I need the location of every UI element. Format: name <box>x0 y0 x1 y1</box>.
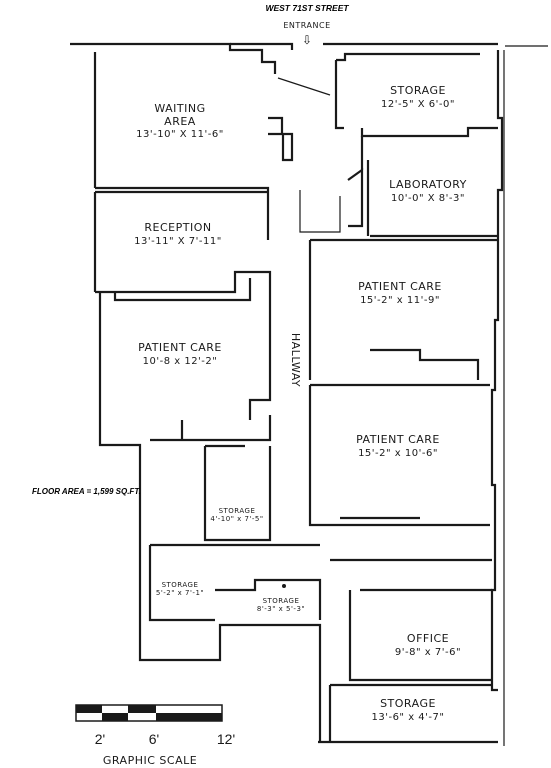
room-dims: 13'-11" X 7'-11" <box>134 236 222 247</box>
room-dims: 15'-2" x 11'-9" <box>360 295 440 306</box>
room-patient-care-right-1: PATIENT CARE 15'-2" x 11'-9" <box>358 280 442 306</box>
room-dims: 10'-0" X 8'-3" <box>391 193 465 204</box>
floor-area-label: FLOOR AREA = 1,599 SQ.FT. <box>32 487 141 496</box>
scale-segment <box>102 713 128 721</box>
room-name: STORAGE <box>162 581 199 589</box>
room-name: STORAGE <box>263 597 300 605</box>
room-dims: 5'-2" x 7'-1" <box>156 589 204 597</box>
room-storage-small-1: STORAGE 4'-10" x 7'-5" <box>210 507 263 523</box>
room-name: AREA <box>164 115 196 128</box>
room-storage-top: STORAGE 12'-5" X 6'-0" <box>381 84 455 110</box>
room-name: WAITING <box>154 102 205 115</box>
entrance-arrow-icon: ⇩ <box>302 33 312 47</box>
entrance-label: ENTRANCE <box>283 21 330 30</box>
room-name: PATIENT CARE <box>138 341 222 354</box>
room-dims: 13'-6" x 4'-7" <box>371 712 444 723</box>
room-name: PATIENT CARE <box>356 433 440 446</box>
room-name: OFFICE <box>407 632 449 645</box>
room-dims: 12'-5" X 6'-0" <box>381 99 455 110</box>
room-name: PATIENT CARE <box>358 280 442 293</box>
room-office: OFFICE 9'-8" x 7'-6" <box>395 632 461 658</box>
scale-segment <box>128 705 156 713</box>
room-waiting-area: WAITING AREA 13'-10" X 11'-6" <box>136 102 224 140</box>
room-storage-small-3: STORAGE 8'-3" x 5'-3" <box>257 597 305 613</box>
room-name: STORAGE <box>219 507 256 515</box>
room-dims: 8'-3" x 5'-3" <box>257 605 305 613</box>
room-storage-bottom: STORAGE 13'-6" x 4'-7" <box>371 697 444 723</box>
room-storage-small-2: STORAGE 5'-2" x 7'-1" <box>156 581 204 597</box>
room-dims: 15'-2" x 10'-6" <box>358 448 438 459</box>
room-name: STORAGE <box>390 84 446 97</box>
room-patient-care-left: PATIENT CARE 10'-8 x 12'-2" <box>138 341 222 367</box>
room-dims: 4'-10" x 7'-5" <box>210 515 263 523</box>
room-name: LABORATORY <box>389 178 467 191</box>
scale-label: 6' <box>149 731 159 747</box>
room-dims: 9'-8" x 7'-6" <box>395 647 461 658</box>
exterior-walls <box>70 42 548 746</box>
room-name: RECEPTION <box>144 221 211 234</box>
room-name: STORAGE <box>380 697 436 710</box>
hallway-label: HALLWAY <box>289 333 302 387</box>
room-patient-care-right-2: PATIENT CARE 15'-2" x 10'-6" <box>356 433 440 459</box>
street-label: WEST 71ST STREET <box>265 3 349 13</box>
room-dims: 13'-10" X 11'-6" <box>136 129 224 140</box>
scale-segment <box>76 705 102 713</box>
room-laboratory: LABORATORY 10'-0" X 8'-3" <box>389 178 467 204</box>
graphic-scale: 2' 6' 12' GRAPHIC SCALE <box>75 704 235 767</box>
room-dims: 10'-8 x 12'-2" <box>143 356 218 367</box>
room-reception: RECEPTION 13'-11" X 7'-11" <box>134 221 222 247</box>
interior-walls <box>95 52 498 742</box>
scale-label: 12' <box>217 731 235 747</box>
scale-caption: GRAPHIC SCALE <box>103 754 197 767</box>
scale-segment <box>156 713 222 721</box>
scale-label: 2' <box>95 731 105 747</box>
